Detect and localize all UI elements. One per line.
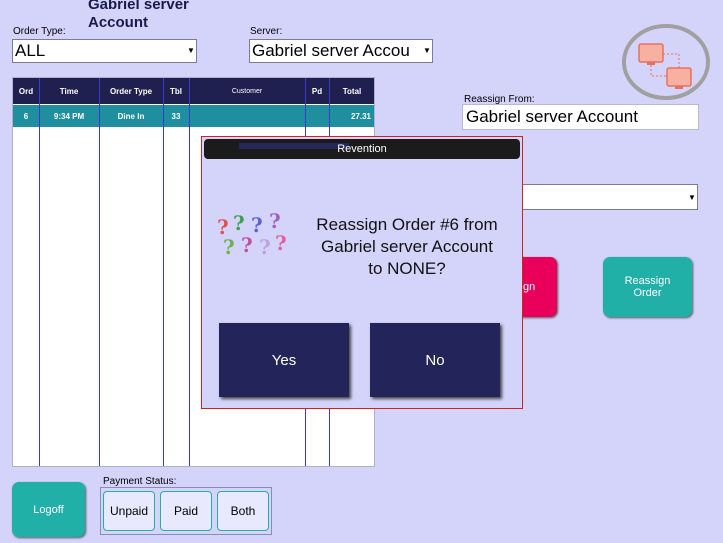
title-line-2: Account: [88, 14, 148, 31]
reassign-order-button[interactable]: Reassign Order: [603, 257, 692, 317]
table-row[interactable]: 6 9:34 PM Dine In 33 27.31: [13, 105, 374, 127]
payment-status-label: Payment Status:: [103, 476, 177, 487]
title-bar-decoration: [239, 143, 349, 149]
dropdown-arrow-icon: ▼: [422, 40, 432, 62]
dialog-message: Reassign Order #6 from Gabriel server Ac…: [300, 214, 514, 280]
server-name-title: Gabriel server Account: [88, 0, 218, 32]
dialog-message-line-2: Gabriel server Account: [321, 237, 493, 256]
column-divider: [163, 78, 164, 466]
cell-ord: 6: [23, 111, 29, 121]
title-line-1: Gabriel server: [88, 0, 189, 13]
dialog-title-bar: Revention: [204, 139, 520, 159]
dropdown-arrow-icon: ▼: [186, 40, 196, 62]
column-divider: [39, 78, 40, 466]
table-header: Ord Time Order Type Tbl Customer Pd Tota…: [13, 78, 374, 104]
no-label: No: [425, 351, 445, 369]
yes-label: Yes: [271, 351, 297, 369]
paid-button[interactable]: Paid: [160, 491, 212, 531]
reassign-from-field: Gabriel server Account: [462, 104, 699, 130]
column-header-pd[interactable]: Pd: [311, 86, 323, 96]
reassign-order-label-2: Order: [633, 287, 662, 299]
server-value: Gabriel server Accou: [252, 41, 410, 60]
column-header-tbl[interactable]: Tbl: [170, 86, 182, 96]
column-header-customer[interactable]: Customer: [231, 87, 263, 95]
confirm-dialog: Revention ? ? ? ? ? ? ? ? Reassign Order…: [201, 136, 523, 409]
no-button[interactable]: No: [370, 323, 500, 397]
order-type-label: Order Type:: [13, 26, 66, 37]
reassign-from-label: Reassign From:: [464, 94, 535, 105]
cell-order-type: Dine In: [117, 111, 145, 121]
server-select[interactable]: Gabriel server Accou ▼: [249, 39, 433, 63]
order-type-value: ALL: [15, 41, 46, 60]
logoff-label: Logoff: [33, 503, 64, 516]
dialog-message-line-1: Reassign Order #6 from: [316, 215, 498, 234]
both-button[interactable]: Both: [217, 491, 269, 531]
logoff-button[interactable]: Logoff: [12, 482, 85, 537]
cell-total: 27.31: [350, 111, 371, 121]
column-divider: [99, 78, 100, 466]
reassign-button-label: gn: [523, 281, 536, 293]
cell-pd: [305, 105, 329, 127]
cell-customer: [189, 105, 305, 127]
unpaid-button[interactable]: Unpaid: [103, 491, 155, 531]
reassign-order-label-1: Reassign: [624, 275, 671, 287]
payment-status-group: Unpaid Paid Both: [100, 487, 272, 535]
column-divider: [189, 78, 190, 466]
server-label: Server:: [250, 26, 283, 37]
reassign-to-select[interactable]: ▼: [515, 184, 698, 210]
question-marks-icon: ? ? ? ? ? ? ? ?: [217, 209, 287, 259]
cell-time: 9:34 PM: [53, 111, 85, 121]
order-type-select[interactable]: ALL ▼: [12, 39, 197, 63]
column-header-ord[interactable]: Ord: [18, 86, 34, 96]
yes-button[interactable]: Yes: [219, 323, 349, 397]
network-computers-icon[interactable]: [621, 24, 711, 100]
column-header-time[interactable]: Time: [59, 86, 79, 96]
column-header-total[interactable]: Total: [342, 86, 362, 96]
column-header-order-type[interactable]: Order Type: [109, 86, 153, 96]
dialog-message-line-3: to NONE?: [368, 259, 446, 278]
dropdown-arrow-icon: ▼: [687, 185, 697, 209]
dialog-title: Revention: [337, 143, 387, 155]
cell-tbl: 33: [171, 111, 181, 121]
